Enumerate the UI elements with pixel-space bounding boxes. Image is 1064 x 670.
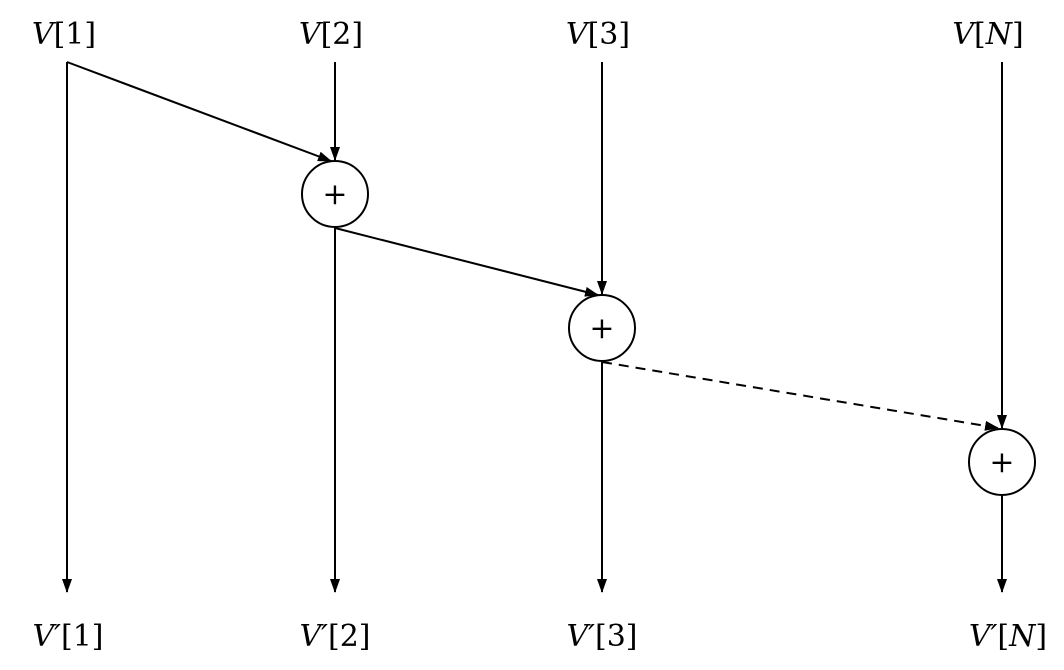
output-label-n: V′[N] (969, 619, 1047, 654)
adder-node-3: + (568, 294, 636, 362)
output-labels: V′[1] V′[2] V′[3] V′[N] (32, 619, 1047, 654)
plus-symbol: + (989, 445, 1014, 480)
input-label-2: V[2] (299, 17, 363, 52)
input-label-n: V[N] (952, 17, 1023, 52)
edges (62, 61, 1007, 593)
edge-node2-to-node3 (334, 227, 599, 297)
input-labels: V[1] V[2] V[3] V[N] (32, 17, 1024, 52)
input-label-1: V[1] (32, 17, 96, 52)
adder-node-n: + (968, 428, 1036, 496)
edge-v1-to-node2 (66, 61, 332, 162)
output-label-3: V′[3] (566, 619, 637, 654)
plus-symbol: + (589, 311, 614, 346)
output-label-1: V′[1] (32, 619, 103, 654)
edge-node3-to-nodeN-dashed (601, 361, 999, 431)
plus-symbol: + (322, 177, 347, 212)
input-label-3: V[3] (566, 17, 630, 52)
output-label-2: V′[2] (299, 619, 370, 654)
adder-node-2: + (301, 160, 369, 228)
